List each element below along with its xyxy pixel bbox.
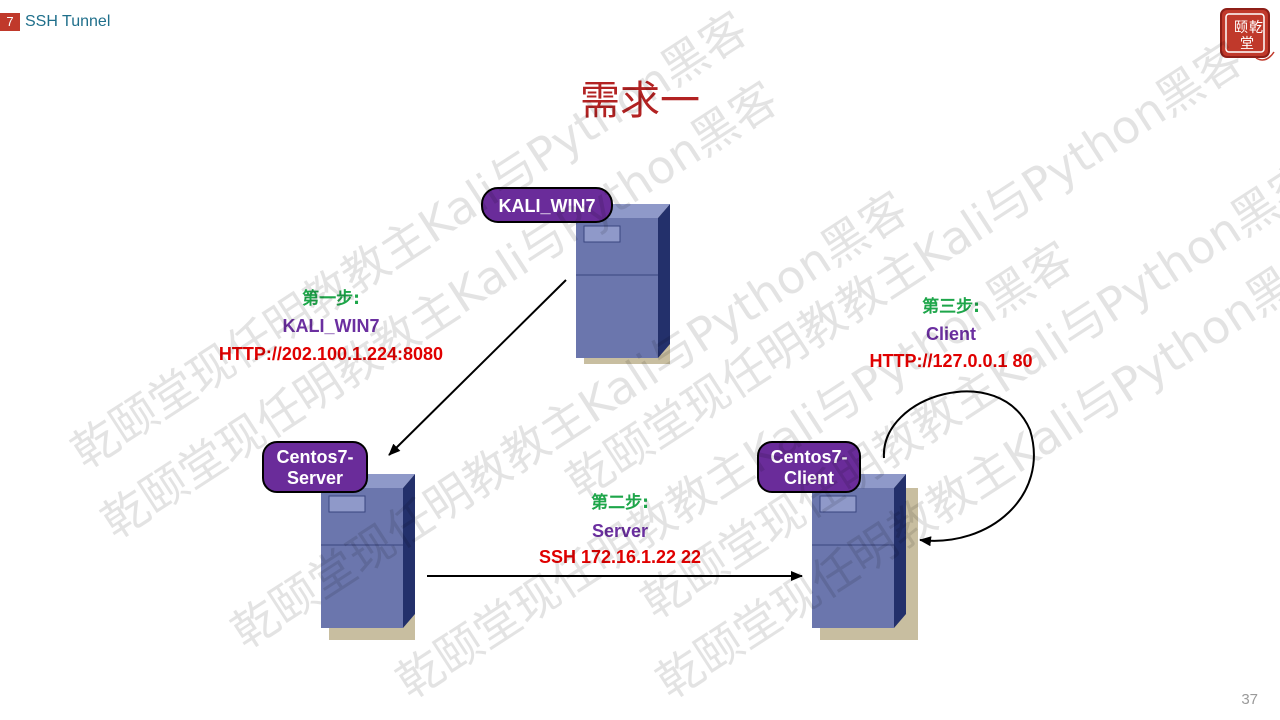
node-label-server-line2: Server (287, 468, 343, 488)
step-1-title: 第一步: (302, 288, 360, 309)
node-label-kali-text: KALI_WIN7 (498, 196, 595, 216)
kali-server-icon (576, 204, 670, 364)
node-label-client-line2: Client (784, 468, 834, 488)
step-3-role: Client (926, 324, 976, 344)
step-2-role: Server (592, 521, 648, 541)
logo-seal: 颐 乾 堂 (1220, 8, 1275, 61)
arrow-kali-to-server (388, 279, 567, 456)
step-2-annotation: 第二步: Server SSH 172.16.1.22 22 (539, 492, 701, 567)
step-1-annotation: 第一步: KALI_WIN7 HTTP://202.100.1.224:8080 (219, 288, 443, 364)
header: 7 SSH Tunnel (0, 12, 110, 32)
node-label-kali: KALI_WIN7 (481, 187, 613, 223)
step-3-annotation: 第三步: Client HTTP://127.0.0.1 80 (869, 296, 1032, 371)
step-1-command: HTTP://202.100.1.224:8080 (219, 344, 443, 364)
svg-text:乾: 乾 (1249, 20, 1263, 36)
centos-server-icon (321, 474, 415, 640)
page-number: 37 (1241, 691, 1258, 708)
step-3-title: 第三步: (922, 296, 980, 317)
node-label-client: Centos7- Client (757, 441, 861, 493)
slide-title: 需求一 (580, 78, 700, 124)
step-2-command: SSH 172.16.1.22 22 (539, 547, 701, 567)
node-label-server-line1: Centos7- (276, 447, 353, 467)
step-2-title: 第二步: (591, 492, 649, 513)
svg-text:颐: 颐 (1234, 20, 1248, 36)
step-1-role: KALI_WIN7 (282, 316, 379, 336)
watermark: 乾颐堂现任明教教主Kali与Python黑客 乾颐堂现任明教教主Kali与Pyt… (62, 1, 1280, 709)
arrow-client-loop (882, 390, 1035, 547)
svg-text:堂: 堂 (1240, 36, 1254, 52)
chapter-number-badge: 7 (0, 13, 20, 31)
chapter-title: SSH Tunnel (25, 13, 111, 30)
node-label-server: Centos7- Server (262, 441, 368, 493)
step-3-command: HTTP://127.0.0.1 80 (869, 351, 1032, 371)
node-label-client-line1: Centos7- (770, 447, 847, 467)
